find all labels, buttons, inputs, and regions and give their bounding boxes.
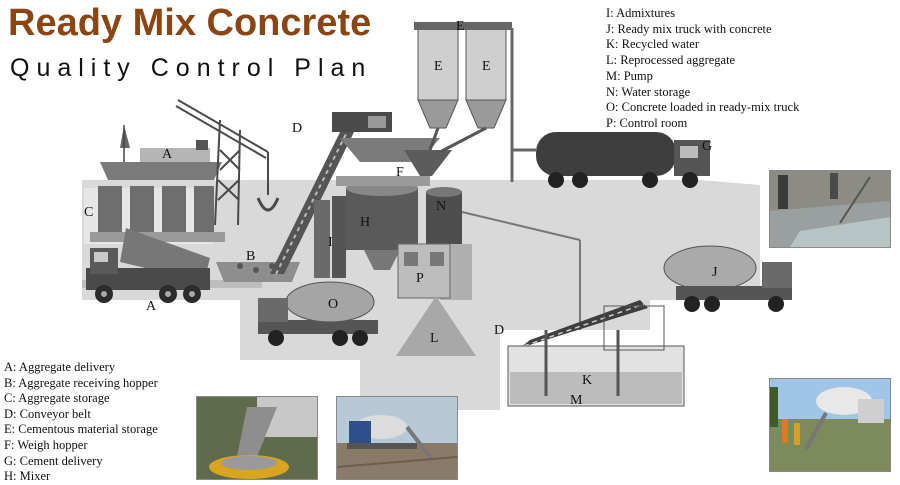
legend-item: A: Aggregate delivery (4, 360, 116, 374)
recycling-pit (507, 305, 685, 407)
legend-left: A: Aggregate delivery B: Aggregate recei… (4, 360, 158, 485)
legend-item: E: Cementous material storage (4, 422, 158, 437)
mixer-unit (336, 176, 430, 270)
legend-item: L: Reprocessed aggregate (606, 53, 736, 68)
label-a-truck: A (146, 299, 157, 314)
admixture-tanks (314, 196, 346, 278)
label-b: B (246, 249, 255, 264)
legend-item: N: Water storage (606, 84, 691, 99)
legend-item: K: Recycled water (606, 37, 700, 52)
label-m: M (570, 393, 583, 408)
label-e-top: E (456, 19, 465, 34)
label-d-upper: D (292, 121, 302, 136)
legend-item: G: Cement delivery (4, 453, 103, 468)
mixer-truck-j (663, 245, 792, 312)
photo-concrete-spreading (769, 170, 891, 248)
photo-mixer-truck-site (336, 396, 458, 480)
label-i: I (328, 235, 333, 250)
legend-item: M: Pump (606, 68, 653, 83)
legend-item: D: Conveyor belt (4, 406, 91, 421)
legend-item: I: Admixtures (606, 6, 676, 20)
weigh-hopper (340, 138, 452, 176)
dump-truck-illustration (86, 228, 210, 303)
label-n: N (436, 199, 446, 214)
aggregate-storage-bins (84, 186, 225, 244)
label-c: C (84, 205, 93, 220)
label-a-ship: A (162, 147, 173, 162)
ship-illustration (100, 125, 222, 180)
legend-item: B: Aggregate receiving hopper (4, 375, 158, 390)
label-d-lower: D (494, 323, 504, 338)
legend-right: I: Admixtures J: Ready mix truck with co… (606, 6, 799, 132)
legend-item: C: Aggregate storage (4, 391, 110, 406)
label-p: P (416, 271, 424, 286)
label-e-silo2: E (482, 59, 491, 74)
label-o: O (328, 297, 338, 312)
photo-concrete-truck-pour (769, 378, 891, 472)
conveyor-belt-lower (520, 300, 648, 348)
photo-chute-pour (196, 396, 318, 480)
legend-item: H: Mixer (4, 469, 51, 484)
label-k: K (582, 373, 592, 388)
control-room (397, 243, 451, 299)
legend-item: P: Control room (606, 115, 688, 130)
conveyor-belt-upper (270, 112, 392, 275)
mixer-truck-o (258, 281, 378, 346)
label-h: H (360, 215, 370, 230)
water-storage-tank (426, 187, 581, 330)
cement-silos (414, 22, 514, 182)
label-e-silo1: E (434, 59, 443, 74)
label-l: L (430, 331, 439, 346)
legend-item: F: Weigh hopper (4, 437, 88, 452)
legend-item: J: Ready mix truck with concrete (606, 21, 772, 36)
cement-tanker (512, 132, 710, 188)
label-g: G (702, 139, 712, 154)
page-subtitle: Quality Control Plan (10, 54, 373, 82)
crane-illustration (175, 99, 280, 226)
label-f: F (396, 165, 404, 180)
reprocessed-aggregate-pile (396, 296, 476, 356)
legend-item: O: Concrete loaded in ready-mix truck (606, 100, 800, 115)
page-title: Ready Mix Concrete (8, 2, 372, 44)
label-j: J (712, 265, 718, 280)
